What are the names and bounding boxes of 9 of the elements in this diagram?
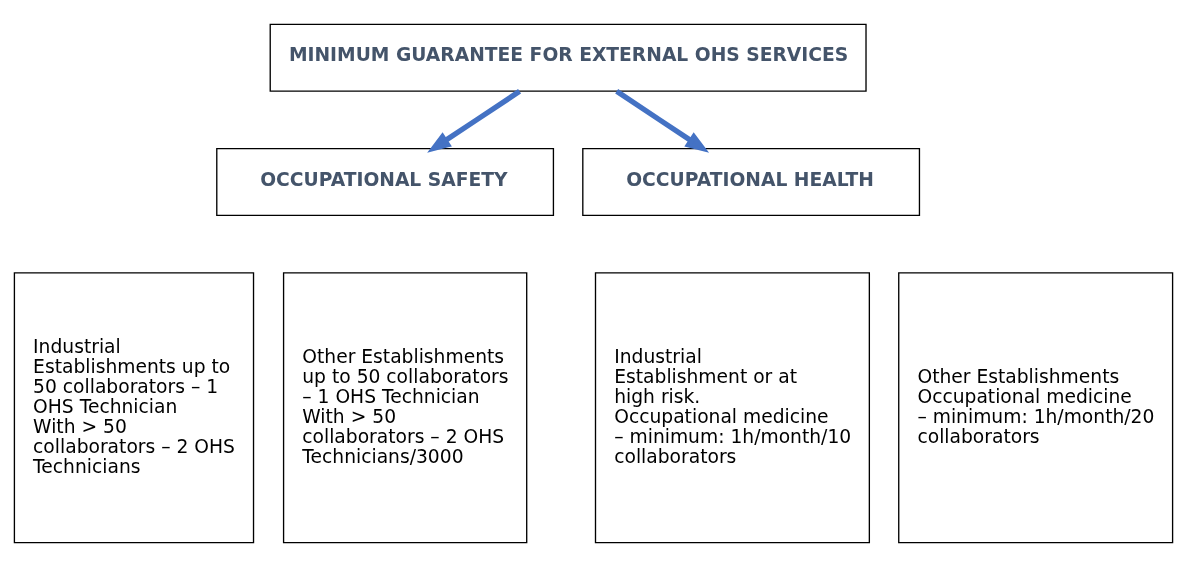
node-box: Industrial Establishments up to 50 collaborators – 1 OHS Technician With > 50 collaborators – 2 OHS Technicians (13, 272, 255, 544)
node-box: Industrial Establishment or at high risk. Occupational medicine – minimum: 1h/month/10 collaborators (594, 272, 870, 544)
arrow (615, 89, 710, 153)
node-box: OCCUPATIONAL HEALTH (582, 147, 921, 217)
node-box: OCCUPATIONAL SAFETY (216, 147, 555, 217)
node-box: MINIMUM GUARANTEE FOR EXTERNAL OHS SERVICES (269, 23, 867, 92)
node-box: Other Establishments up to 50 collaborators – 1 OHS Technician With > 50 collaborators – 2 OHS Technicians/3000 (282, 272, 528, 544)
node-box: Other Establishments Occupational medicine – minimum: 1h/month/20 collaborators (898, 272, 1174, 544)
arrow (427, 89, 522, 153)
